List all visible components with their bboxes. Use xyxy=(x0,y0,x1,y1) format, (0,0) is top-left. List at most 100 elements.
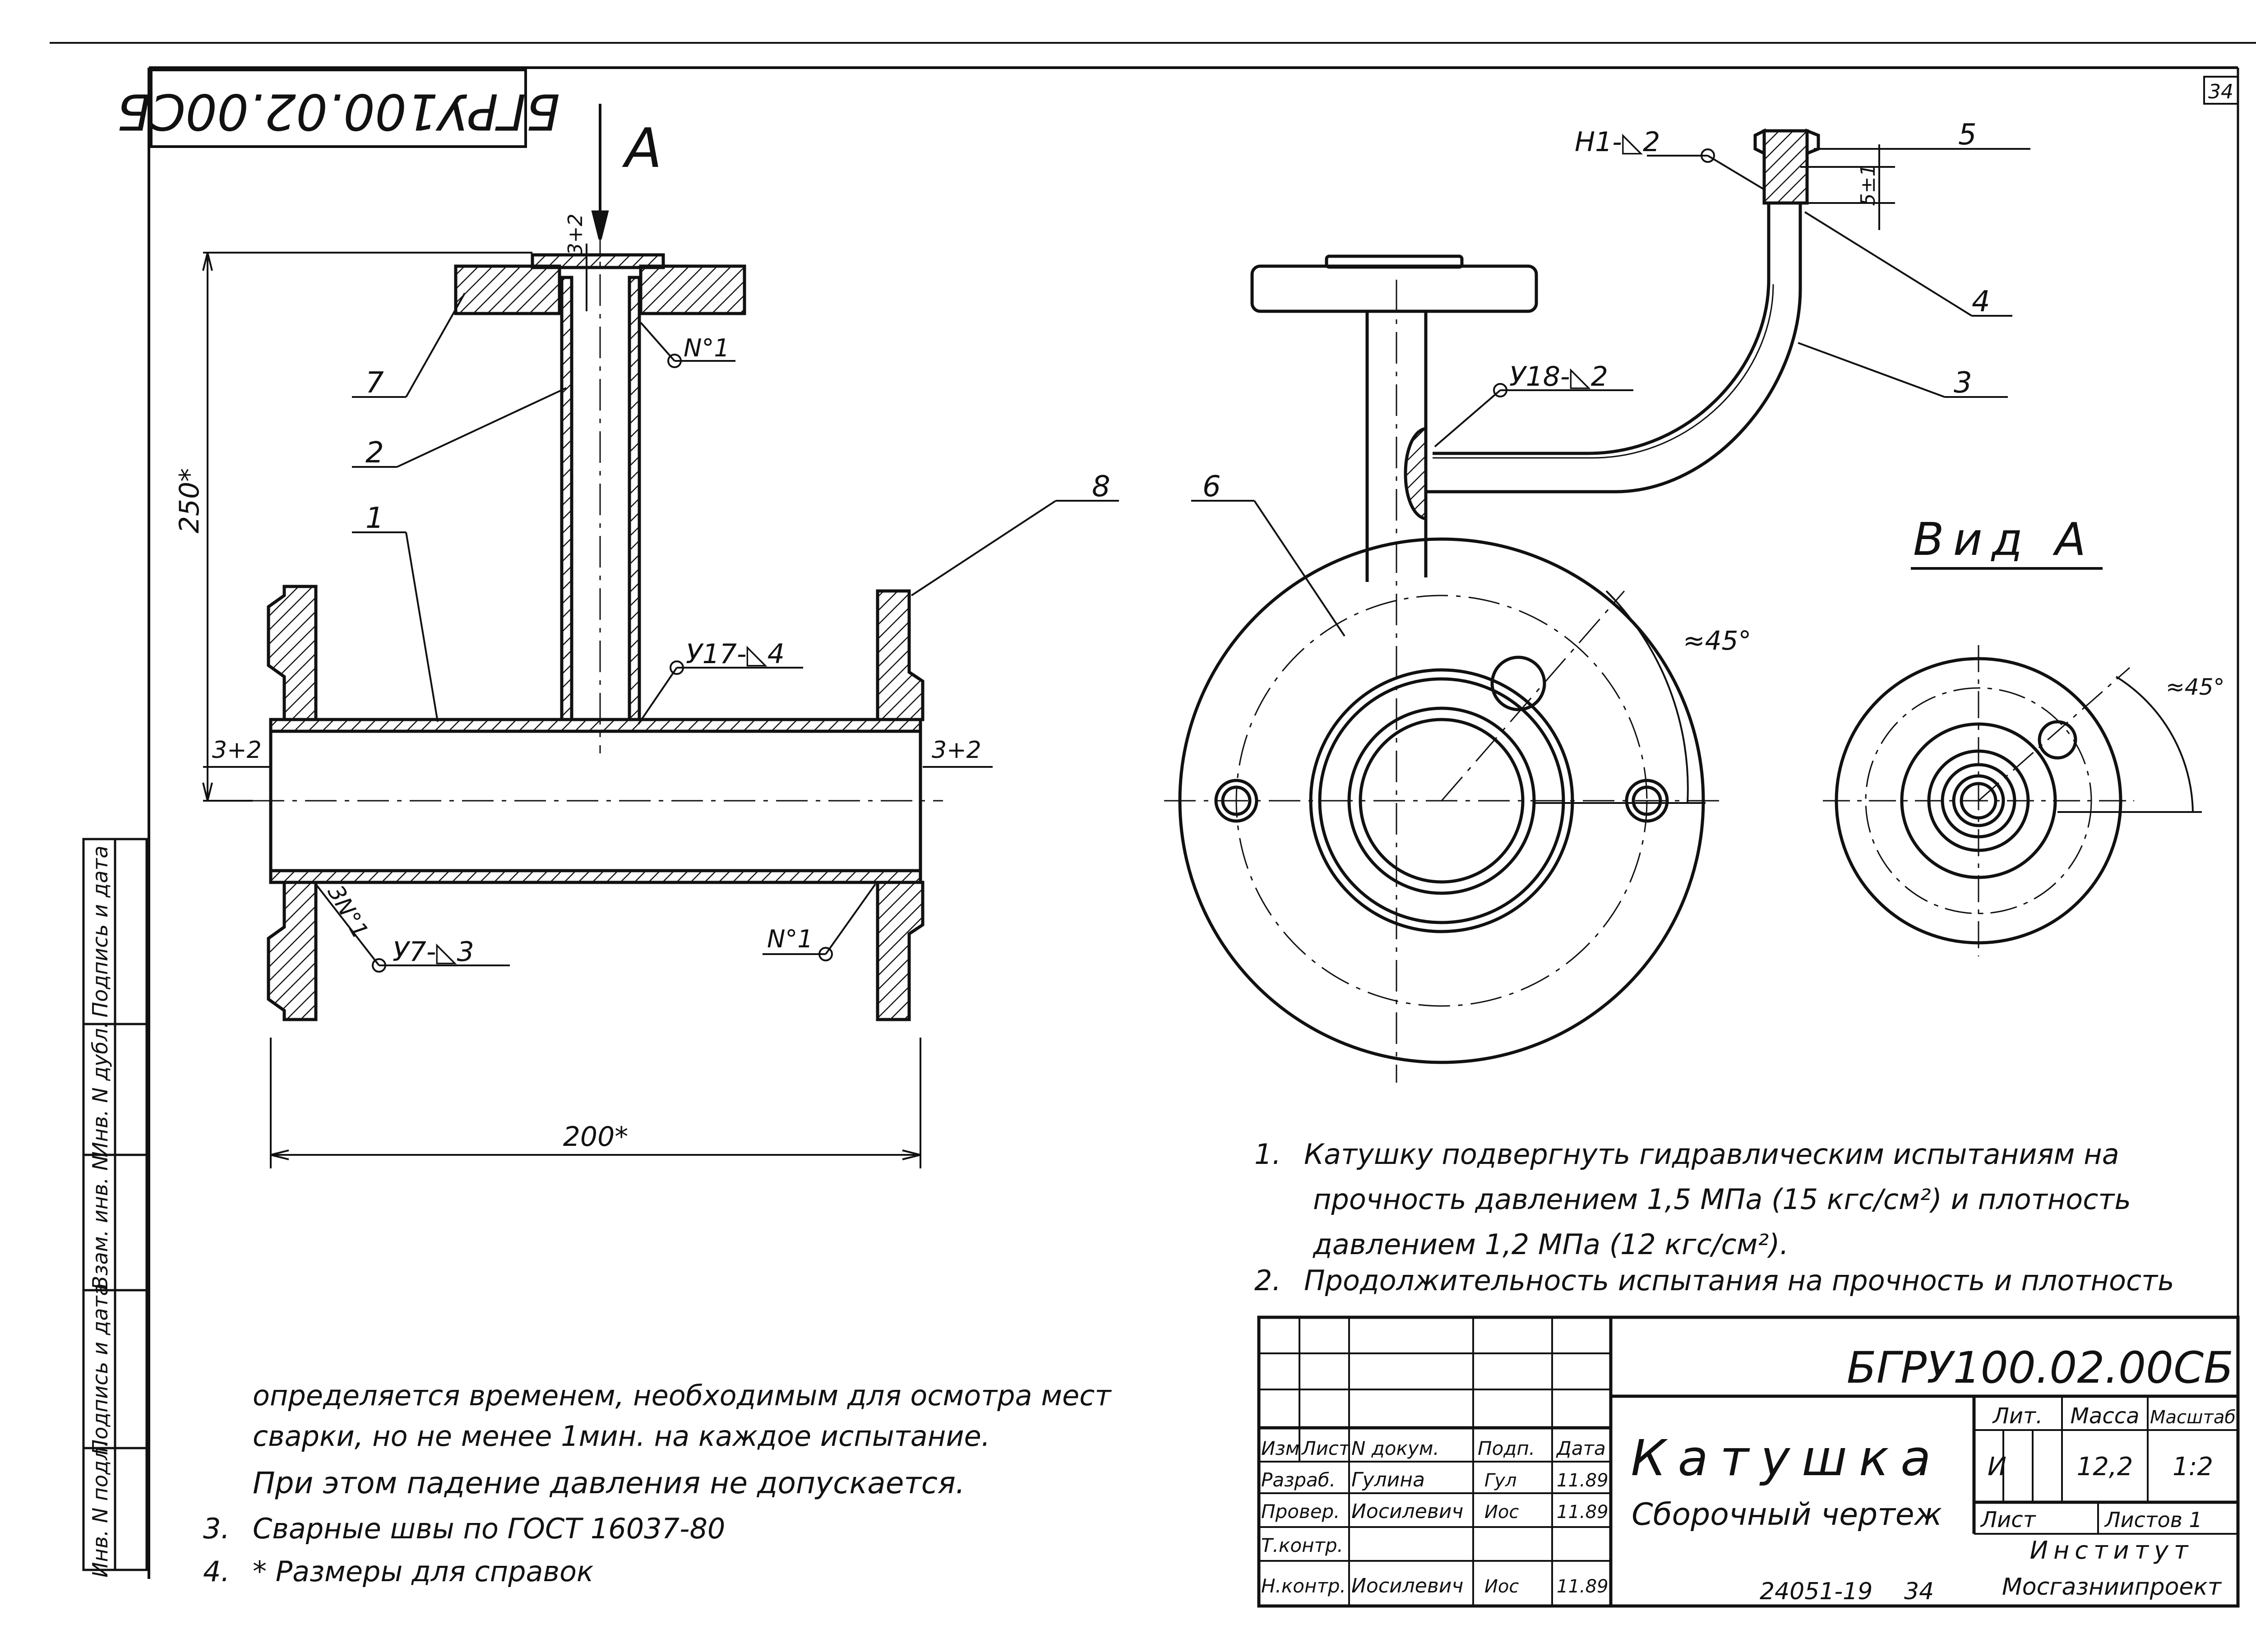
front-view xyxy=(1164,128,1820,1083)
tb-designation: БГРУ100.02.00СБ xyxy=(1847,1343,2233,1393)
tb-massa-value: 12,2 xyxy=(2077,1452,2133,1481)
tb-row2-sign: Иос xyxy=(1484,1502,1519,1523)
bent-pipe-outer xyxy=(1426,203,1802,494)
dim-3plus2-top: 3+2 xyxy=(564,214,587,256)
note-1-line-3: давлением 1,2 МПа (12 кгс/см²). xyxy=(1313,1228,1789,1261)
dim-5plus1: 5±1 xyxy=(1857,164,1880,206)
tb-org-2: Мосгазниипроект xyxy=(2002,1574,2222,1601)
main-pipe-wall-bottom xyxy=(269,869,922,884)
callout-6: 6 xyxy=(1202,470,1221,503)
front-top-flange xyxy=(1250,264,1538,313)
tb-org-1: Институт xyxy=(2030,1536,2194,1564)
tb-lit-value: И xyxy=(1988,1452,2006,1481)
dim-3plus2-right: 3+2 xyxy=(932,737,981,764)
callout-1: 1 xyxy=(365,502,384,535)
branch-pipe-wall-right xyxy=(628,276,641,721)
top-flange-right xyxy=(639,264,746,315)
callout-2: 2 xyxy=(365,436,384,470)
tb-row1-date: 11.89 xyxy=(1557,1470,1609,1491)
note-4-text: * Размеры для справок xyxy=(253,1555,594,1588)
view-arrow-label: А xyxy=(622,117,662,180)
tb-archive-sheet: 34 xyxy=(1904,1578,1934,1605)
tb-hdr-list: Лист xyxy=(1301,1437,1350,1459)
dim-250: 250* xyxy=(174,468,205,534)
tb-row1-role: Разраб. xyxy=(1261,1469,1336,1491)
note-2-cont-2: сварки, но не менее 1мин. на каждое испы… xyxy=(253,1420,990,1453)
tb-lit-label: Лит. xyxy=(1992,1403,2043,1429)
note-4-number: 4. xyxy=(203,1555,230,1588)
tb-row1-sign: Гул xyxy=(1484,1470,1517,1491)
tb-row2-date: 11.89 xyxy=(1557,1502,1609,1523)
rotated-stamp: БГРУ100.02.00СБ xyxy=(117,69,560,148)
dimension-lines xyxy=(202,244,993,1168)
tb-row4-name: Иосилевич xyxy=(1351,1574,1463,1597)
sheet-number-box: 34 xyxy=(2203,76,2239,105)
tb-subtitle: Сборочный чертеж xyxy=(1632,1497,1942,1532)
view-a-title: Вид А xyxy=(1913,513,2095,566)
weld-n1-top: N°1 xyxy=(684,334,730,362)
right-flange xyxy=(876,589,925,721)
side-stamp-labels: Подпись и дата Инв. N дубл. Взам. инв. N… xyxy=(88,845,112,1577)
side-stamp-label-1: Подпись и дата xyxy=(88,845,112,1017)
title-block-text: БГРУ100.02.00СБ Катушка Сборочный чертеж… xyxy=(1261,1343,2236,1605)
tb-hdr-izm: Изм xyxy=(1261,1437,1299,1459)
tb-masshtab-label: Масштаб xyxy=(2150,1407,2236,1428)
view-a xyxy=(1823,645,2202,956)
main-pipe-wall-top xyxy=(269,718,922,733)
sheet-number: 34 xyxy=(2208,80,2233,103)
side-stamp xyxy=(82,838,148,1571)
tb-title: Катушка xyxy=(1631,1429,1942,1487)
top-flange-left xyxy=(454,264,561,315)
branch-pipe-wall-left xyxy=(560,276,573,721)
callout-5: 5 xyxy=(1958,118,1977,152)
left-flange xyxy=(267,585,318,721)
tb-row1-name: Гулина xyxy=(1351,1468,1425,1491)
side-stamp-label-4: Подпись и дата xyxy=(88,1283,112,1455)
note-1-line-1: Катушку подвергнуть гидравлическим испыт… xyxy=(1304,1138,2119,1171)
angle-45-viewa: ≈45° xyxy=(2166,674,2225,700)
bolt-hole-top xyxy=(1490,655,1546,711)
section-view xyxy=(253,104,943,1021)
front-view-dims xyxy=(1191,144,2030,804)
callout-leaders xyxy=(315,293,1119,966)
dim-3plus2-left: 3+2 xyxy=(212,737,262,764)
weld-u18: У18-◺2 xyxy=(1509,361,1608,392)
rotated-stamp-code: БГРУ100.02.00СБ xyxy=(117,83,560,141)
tb-masshtab-value: 1:2 xyxy=(2173,1452,2213,1481)
side-stamp-label-5: Инв. N подл. xyxy=(88,1440,112,1578)
tb-row2-role: Провер. xyxy=(1261,1500,1340,1523)
tb-row4-date: 11.89 xyxy=(1557,1576,1609,1597)
tb-row3-role: Т.контр. xyxy=(1261,1534,1343,1556)
title-block xyxy=(1257,1315,2240,1608)
note-2-line-1: Продолжительность испытания на прочность… xyxy=(1304,1264,2174,1297)
side-stamp-label-2: Инв. N дубл. xyxy=(88,1021,112,1157)
note-2-cont-3: При этом падение давления не допускается… xyxy=(253,1466,965,1500)
tb-row4-role: Н.контр. xyxy=(1261,1575,1346,1597)
callout-8: 8 xyxy=(1092,470,1110,503)
tb-row4-sign: Иос xyxy=(1484,1576,1519,1597)
weld-u7: У7-◺3 xyxy=(393,936,474,968)
note-3-number: 3. xyxy=(203,1512,230,1545)
tb-hdr-data: Дата xyxy=(1556,1437,1606,1459)
note-3-text: Сварные швы по ГОСТ 16037-80 xyxy=(253,1512,725,1545)
callout-4: 4 xyxy=(1972,285,1990,318)
callout-3: 3 xyxy=(1954,366,1972,400)
view-a-bolt-hole xyxy=(2038,720,2077,760)
weld-saddle xyxy=(1404,427,1426,521)
technical-notes: 1. Катушку подвергнуть гидравлическим ис… xyxy=(203,1138,2174,1588)
weld-h1: Н1-◺2 xyxy=(1575,126,1660,158)
dim-200: 200* xyxy=(563,1121,629,1153)
tb-hdr-ndokum: N докум. xyxy=(1351,1437,1439,1459)
angle-45-main: ≈45° xyxy=(1683,625,1751,656)
weld-markers xyxy=(372,148,1715,973)
weld-n1-right: N°1 xyxy=(767,925,813,953)
note-2-number: 2. xyxy=(1254,1264,1281,1297)
tb-list-label: Лист xyxy=(1980,1507,2037,1532)
tb-massa-label: Масса xyxy=(2070,1403,2139,1429)
tb-hdr-podp: Подп. xyxy=(1478,1437,1535,1459)
tb-row2-name: Иосилевич xyxy=(1351,1500,1463,1523)
weld-u17: У17-◺4 xyxy=(686,638,785,670)
note-1-line-2: прочность давлением 1,5 МПа (15 кгс/см²)… xyxy=(1313,1183,2131,1216)
note-2-cont-1: определяется временем, необходимым для о… xyxy=(253,1379,1112,1412)
